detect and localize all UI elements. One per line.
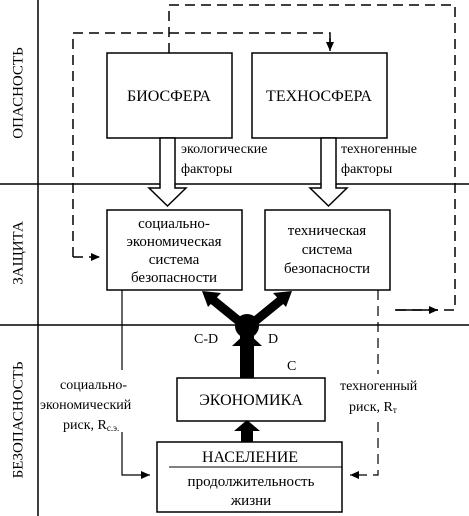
population-to-economy-arrowhead [234, 420, 260, 431]
social-risk-line3: риск, Rс.э. [63, 418, 119, 433]
social-system-line4: безопасности [131, 270, 217, 286]
node-label-d: D [268, 332, 278, 347]
social-system-line2: экономическая [126, 234, 221, 250]
zone-label-protection: ЗАЩИТА [10, 221, 26, 285]
zone-label-safety: БЕЗОПАСНОСТЬ [10, 361, 26, 478]
ecological-factors-line1: экологические [181, 142, 267, 157]
tech-system-line3: безопасности [284, 261, 370, 277]
population-sub-line1: продолжительность [188, 474, 315, 490]
technogenic-factors-line2: факторы [341, 162, 393, 177]
technogenic-risk-line1: техногенный [340, 379, 418, 394]
tech-system-line2: система [302, 242, 353, 258]
ecological-factors-arrow [147, 137, 188, 208]
node-arrow-left [210, 296, 243, 326]
technogenic-risk-arrow [350, 422, 379, 479]
node-arrow-left-head [202, 291, 221, 307]
social-economic-system-box [106, 209, 243, 291]
population-to-economy-arrow [241, 428, 253, 442]
biosphere-label: БИОСФЕРА [127, 88, 211, 105]
node-arrow-right-head [273, 291, 292, 307]
zone-label-danger: ОПАСНОСТЬ [10, 47, 26, 139]
central-node [235, 314, 259, 338]
ecological-factors-line2: факторы [181, 162, 233, 177]
social-risk-line2: экономический [40, 398, 132, 413]
economy-box [176, 377, 326, 422]
economy-to-node-arrowhead [232, 332, 262, 346]
biosphere-box [106, 52, 233, 139]
technogenic-risk-line2: риск, Rт [349, 400, 397, 415]
population-box [156, 441, 343, 513]
economy-to-node-arrow [240, 336, 254, 378]
node-arrow-right [251, 296, 284, 326]
population-sub-line2: жизни [230, 493, 271, 509]
node-label-c: C [287, 359, 296, 374]
social-risk-arrow [121, 432, 150, 479]
social-system-line1: социально- [138, 216, 210, 232]
technical-system-box [264, 209, 391, 291]
node-label-c-minus-d: C-D [194, 332, 218, 347]
technosphere-box [251, 52, 388, 139]
population-title: НАСЕЛЕНИЕ [202, 449, 298, 466]
tech-system-line1: техническая [288, 223, 367, 239]
technogenic-factors-arrow [308, 137, 349, 208]
social-system-line3: система [149, 252, 200, 268]
economy-label: ЭКОНОМИКА [199, 392, 303, 409]
technogenic-factors-line1: техногенные [341, 142, 417, 157]
social-risk-line1: социально- [60, 378, 127, 393]
technosphere-label: ТЕХНОСФЕРА [266, 88, 372, 105]
